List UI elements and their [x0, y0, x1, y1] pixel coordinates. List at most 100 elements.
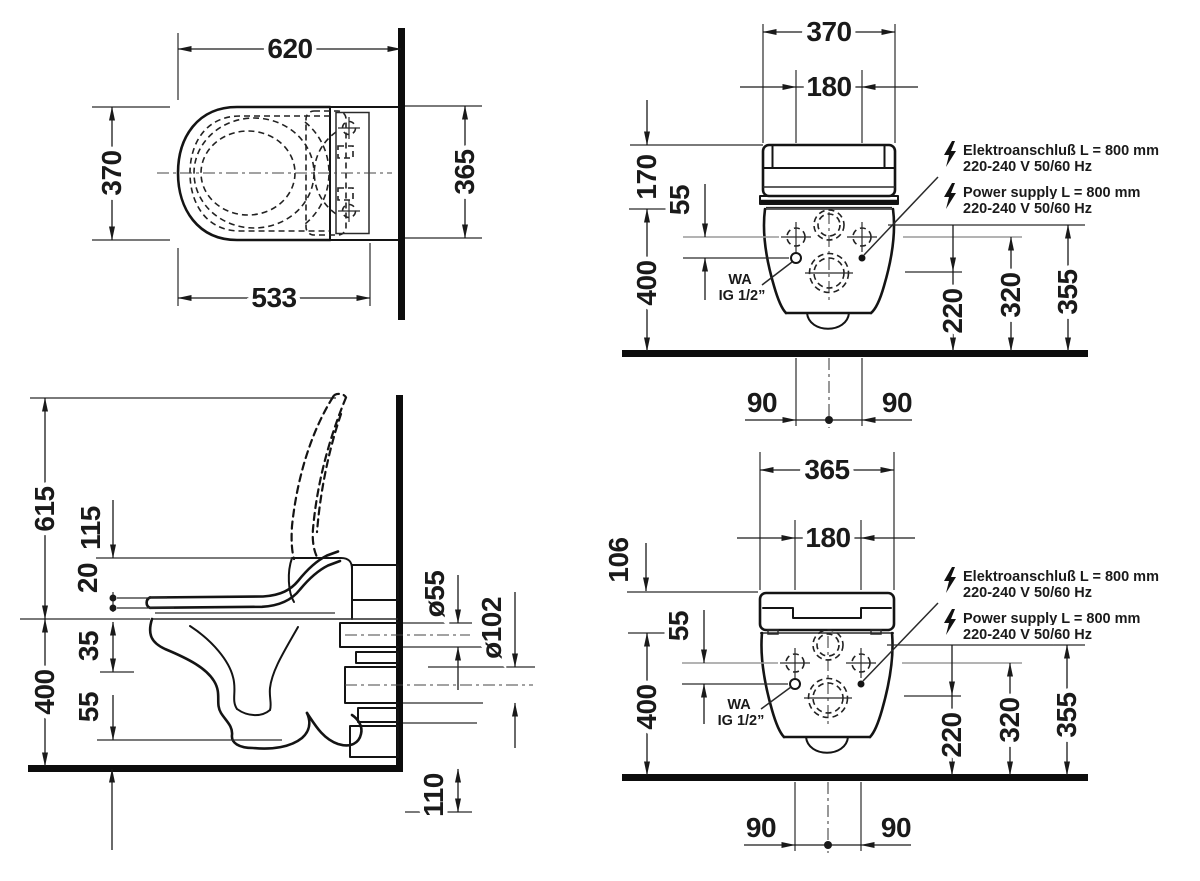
dim-615-label: 615	[29, 486, 60, 531]
dimension-dia55: ø55	[403, 566, 483, 690]
lightning-icon	[944, 567, 956, 593]
ig-label: IG 1/2”	[719, 288, 766, 304]
dim-55-label: 55	[73, 692, 104, 722]
dimension-370: 370	[762, 12, 896, 143]
dim-400-label: 400	[631, 684, 662, 729]
dimension-110: 110	[405, 768, 472, 821]
elec-de-line1: Elektroanschluß L = 800 mm	[963, 143, 1159, 159]
dimension-90-90: 90 90	[741, 782, 916, 853]
dimension-400: 400	[25, 618, 65, 767]
dim-400-label: 400	[631, 260, 662, 305]
dim-620-label: 620	[267, 33, 312, 64]
dim-533-label: 533	[251, 282, 296, 313]
dim-355-label: 355	[1051, 692, 1082, 737]
dim-90-left-label: 90	[747, 387, 777, 418]
dim-dia55-label: ø55	[419, 571, 450, 618]
water-supply-annotation: WA IG 1/2”	[715, 686, 792, 732]
elec-en-line2: 220-240 V 50/60 Hz	[963, 627, 1092, 643]
dim-110-label: 110	[418, 773, 449, 817]
dim-400-label: 400	[29, 669, 60, 714]
dimension-115: 115	[71, 500, 292, 559]
elec-de-line2: 220-240 V 50/60 Hz	[963, 159, 1092, 175]
ceramic-body	[762, 207, 896, 330]
dim-180-label: 180	[805, 522, 850, 553]
dim-370-label: 370	[96, 150, 127, 195]
dim-dia102-label: ø102	[476, 597, 507, 659]
dim-355-label: 355	[1052, 269, 1083, 314]
lightning-icon	[944, 609, 956, 635]
fixing-hole-left	[781, 222, 811, 252]
wa-label: WA	[728, 272, 752, 288]
ceramic-body	[760, 629, 894, 754]
power-connection-point	[857, 680, 865, 688]
toilet-top-outline	[157, 105, 399, 242]
dimension-180: 180	[737, 518, 915, 590]
dimension-620: 620	[177, 29, 402, 100]
fixing-hole-left	[780, 648, 810, 678]
dim-90-right-label: 90	[881, 812, 911, 843]
wa-label: WA	[727, 697, 751, 713]
dimension-90-90: 90 90	[742, 358, 917, 428]
rear-view-upper: 370 180 170 400 55	[622, 12, 1162, 428]
elec-de-line1: Elektroanschluß L = 800 mm	[963, 569, 1159, 585]
dim-370-label: 370	[806, 16, 851, 47]
open-lid-dashed-outline	[290, 392, 348, 561]
dim-220-label: 220	[937, 288, 968, 333]
dim-55-label: 55	[664, 185, 695, 215]
drain-connection-hole	[805, 252, 853, 294]
seat-unit	[758, 591, 896, 635]
seat-profile	[145, 550, 353, 620]
dimension-400: 400	[627, 208, 667, 352]
water-connection-point	[790, 252, 802, 264]
fixing-hole-right	[846, 648, 876, 678]
rear-view-lower: 365 180 106 400 55	[599, 450, 1162, 853]
water-connection-point	[789, 678, 801, 690]
dim-90-right-label: 90	[882, 387, 912, 418]
dim-320-label: 320	[995, 272, 1026, 317]
drain-connection-hole	[804, 677, 852, 719]
dimension-533: 533	[177, 243, 371, 318]
elec-en-line2: 220-240 V 50/60 Hz	[963, 201, 1092, 217]
wall-connection-pipes	[339, 564, 533, 758]
dim-55-label: 55	[663, 611, 694, 641]
dim-106-label: 106	[603, 537, 634, 582]
dim-90-left-label: 90	[746, 812, 776, 843]
electrical-annotation: Elektroanschluß L = 800 mm 220-240 V 50/…	[862, 566, 1162, 682]
dim-35-label: 35	[73, 631, 104, 661]
dimension-220-320-355: 220 320 355	[888, 224, 1088, 352]
lightning-icon	[944, 183, 956, 209]
dimension-400: 400	[627, 632, 667, 776]
dim-170-label: 170	[631, 154, 662, 199]
elec-de-line2: 220-240 V 50/60 Hz	[963, 585, 1092, 601]
elec-en-line1: Power supply L = 800 mm	[963, 611, 1140, 627]
lightning-icon	[944, 141, 956, 167]
dimension-dia102: ø102	[403, 592, 535, 748]
electrical-annotation: Elektroanschluß L = 800 mm 220-240 V 50/…	[863, 140, 1162, 256]
top-view: 620 370 533 365	[92, 28, 485, 320]
side-view: 615 115 20 35 55 400	[20, 392, 535, 850]
dim-115-label: 115	[75, 506, 106, 550]
water-supply-annotation: WA IG 1/2”	[716, 261, 793, 307]
flush-connection-hole	[812, 629, 844, 661]
flush-connection-hole	[813, 209, 845, 241]
screw-icon	[338, 200, 360, 222]
dimension-180: 180	[740, 67, 918, 143]
dimension-55: 55	[660, 180, 789, 300]
dim-320-label: 320	[994, 697, 1025, 742]
dimension-55: 55	[659, 606, 788, 724]
dimension-365: 365	[759, 450, 895, 590]
dim-365-label: 365	[804, 454, 849, 485]
elec-en-line1: Power supply L = 800 mm	[963, 185, 1140, 201]
screw-icon	[338, 117, 360, 139]
dim-180-label: 180	[806, 71, 851, 102]
dimension-370: 370	[92, 106, 170, 241]
dimension-170: 170	[627, 100, 763, 210]
dim-20-label: 20	[72, 563, 103, 593]
ig-label: IG 1/2”	[718, 713, 765, 729]
dim-365-label: 365	[449, 149, 480, 194]
dimension-35-55-chain: 35 55	[69, 621, 282, 850]
dimension-365-right: 365	[405, 105, 485, 239]
fixing-hole-right	[847, 222, 877, 252]
